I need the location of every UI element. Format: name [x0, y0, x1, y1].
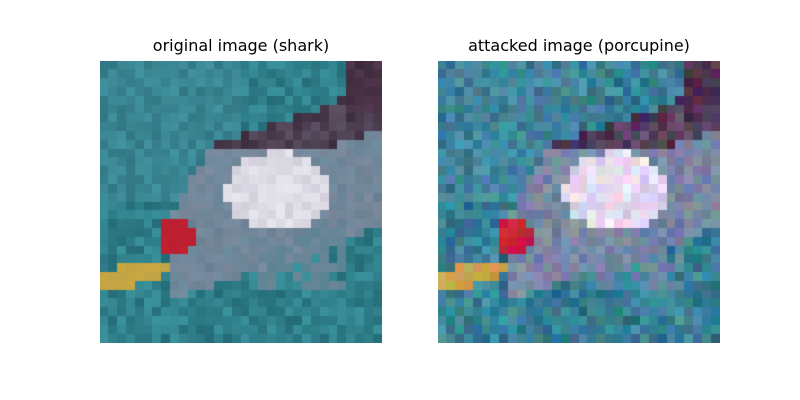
original-image: [100, 61, 382, 343]
original-image-title: original image (shark): [152, 36, 330, 55]
attacked-image: [438, 61, 720, 343]
attacked-image-title: attacked image (porcupine): [468, 36, 690, 55]
